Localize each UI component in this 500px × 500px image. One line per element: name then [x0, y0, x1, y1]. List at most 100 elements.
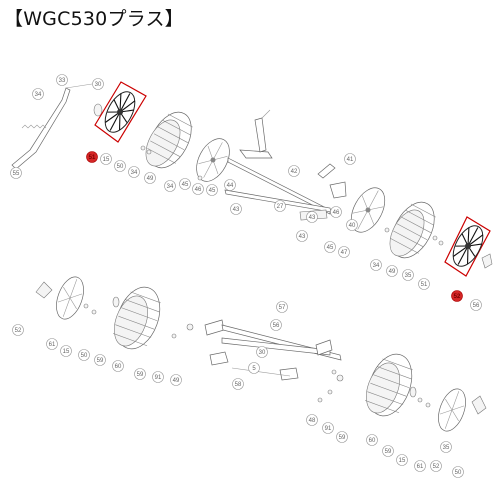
top-callout-circle-8 [144, 172, 156, 184]
bottom-part-number-0: 52 [15, 328, 22, 334]
bottom-callout-circle-14 [306, 414, 318, 426]
top-part-number-26: 35 [405, 273, 412, 279]
wheel-bottom-right [365, 353, 413, 417]
top-callout-circle-13 [344, 153, 356, 165]
bottom-callout-circle-16 [336, 431, 348, 443]
top-part-number-9: 34 [167, 184, 174, 190]
wheel-rim-bottom-right [438, 388, 466, 432]
bottom-part-number-6: 59 [137, 372, 144, 378]
bottom-callout-circle-3 [78, 349, 90, 361]
bottom-callout-circle-6 [134, 368, 146, 380]
wheel-rim-bottom-left [56, 276, 84, 320]
top-part-number-22: 47 [341, 250, 348, 256]
top-callout-circle-10 [179, 178, 191, 190]
bottom-part-number-15: 91 [325, 426, 332, 432]
top-callout-circle-2 [32, 88, 44, 100]
bottom-part-number-4: 59 [97, 358, 104, 364]
wheel-rim-top-left [196, 138, 230, 182]
bottom-part-number-19: 15 [399, 458, 406, 464]
bottom-callout-circle-15 [322, 422, 334, 434]
bottom-callout-circle-17 [366, 434, 378, 446]
bottom-callout-circle-4 [94, 354, 106, 366]
top-part-number-7: 34 [131, 170, 138, 176]
top-part-number-14: 44 [227, 183, 234, 189]
top-part-number-10: 45 [182, 182, 189, 188]
top-callout-circle-22 [338, 246, 350, 258]
top-callout-circle-26 [402, 269, 414, 281]
top-part-number-8: 49 [147, 176, 154, 182]
bottom-callout-circle-19 [396, 454, 408, 466]
front-axle-assembly [204, 319, 342, 381]
bottom-callout-circle-9 [276, 301, 288, 313]
bottom-part-number-5: 60 [115, 364, 122, 370]
wheel-bottom-left [113, 286, 161, 350]
bottom-callout-circle-12 [248, 362, 260, 374]
bottom-part-number-9: 57 [279, 305, 286, 311]
top-callout-circle-29 [470, 299, 482, 311]
top-callout-circle-3 [10, 167, 22, 179]
end-plug-right-bottom [471, 395, 487, 415]
wheel-left-top [145, 111, 193, 169]
top-part-number-24: 34 [373, 263, 380, 269]
bottom-part-number-21: 52 [433, 464, 440, 470]
top-part-number-1: 30 [95, 82, 102, 88]
top-callout-circle-27 [418, 278, 430, 290]
top-callout-circle-9 [164, 180, 176, 192]
top-part-number-6: 50 [117, 164, 124, 170]
bottom-part-number-16: 59 [339, 435, 346, 441]
bottom-part-number-22: 50 [455, 470, 462, 476]
top-callout-circle-6 [114, 160, 126, 172]
wheel-cap-left [104, 91, 136, 133]
top-part-number-19: 27 [277, 204, 284, 210]
top-part-number-12: 45 [209, 188, 216, 194]
top-callout-circle-0 [56, 74, 68, 86]
top-callout-circle-21 [346, 219, 358, 231]
handle-rod-left [11, 83, 93, 170]
wheel-right-top [389, 201, 436, 259]
top-callout-circle-23 [330, 206, 342, 218]
top-callout-circle-17 [296, 230, 308, 242]
top-callout-circle-24 [370, 259, 382, 271]
small-parts-top [140, 145, 444, 246]
top-callout-circle-12 [206, 184, 218, 196]
bottom-callout-circle-22 [452, 466, 464, 478]
top-part-number-29: 56 [473, 303, 480, 309]
bottom-part-number-18: 59 [385, 449, 392, 455]
small-parts-bottom-left [83, 296, 194, 339]
bottom-part-number-7: 91 [155, 375, 162, 381]
top-callout-circle-18 [324, 241, 336, 253]
bottom-callout-circle-2 [60, 345, 72, 357]
bottom-callout-circle-5 [112, 360, 124, 372]
top-part-number-23: 46 [333, 210, 340, 216]
wheel-rim-top-right [350, 187, 386, 233]
top-callout-circle-5 [100, 153, 112, 165]
top-callout-circle-15 [230, 203, 242, 215]
top-callout-circle-11 [192, 183, 204, 195]
top-callout-circle-16 [288, 165, 300, 177]
top-part-number-28: 52 [454, 294, 461, 300]
top-callout-circle-4 [86, 151, 98, 163]
small-parts-bottom-right [409, 386, 431, 408]
bottom-callout-circle-11 [256, 346, 268, 358]
bottom-part-number-12: 5 [252, 366, 256, 372]
bottom-part-number-10: 56 [273, 323, 280, 329]
wheel-cap-right [452, 225, 484, 267]
top-part-number-17: 43 [299, 234, 306, 240]
bottom-callout-circle-13 [232, 378, 244, 390]
top-part-number-0: 33 [59, 78, 66, 84]
bottom-part-number-1: 61 [49, 342, 56, 348]
bottom-part-number-13: 58 [235, 382, 242, 388]
top-callout-circle-1 [92, 78, 104, 90]
top-part-number-11: 46 [195, 187, 202, 193]
top-part-number-13: 41 [347, 157, 354, 163]
bottom-callout-circle-18 [382, 445, 394, 457]
top-part-number-15: 43 [233, 207, 240, 213]
bottom-part-number-2: 15 [63, 349, 70, 355]
top-part-number-25: 49 [389, 269, 396, 275]
end-plug-left-bottom [35, 281, 53, 299]
bottom-part-number-8: 49 [173, 378, 180, 384]
bottom-callout-circle-10 [270, 319, 282, 331]
top-callout-circle-14 [224, 179, 236, 191]
